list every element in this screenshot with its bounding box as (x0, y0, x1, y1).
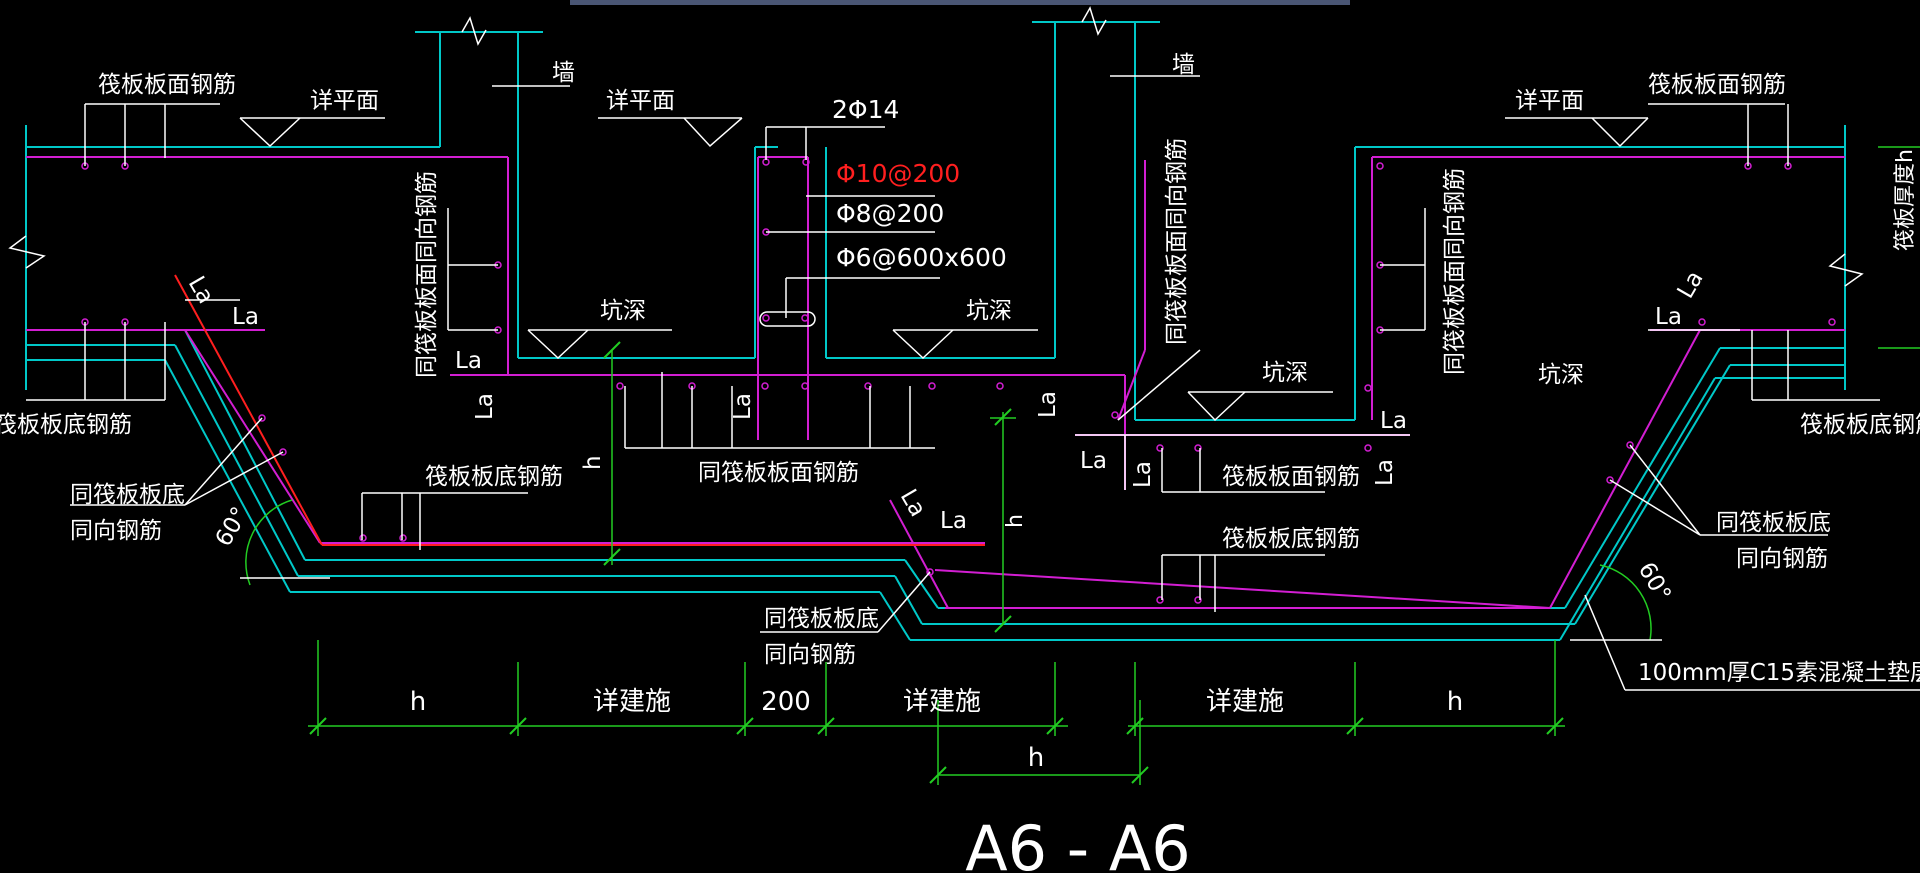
raft-top-rebar-label-left: 筏板板面钢筋 (98, 72, 236, 98)
rebar-stirrup-label: Φ10@200 (836, 159, 960, 188)
same-bottom-label-mid: 同筏板板底 (764, 606, 879, 632)
la-label-6: La (940, 508, 967, 534)
h-label-small: h (1003, 514, 1028, 528)
la-label-rot-8: La (1673, 267, 1709, 303)
leader-lines (26, 75, 1920, 691)
same-dir-rebar-label-mid: 同向钢筋 (764, 642, 856, 668)
rebar-lines (26, 156, 1845, 609)
raft-thickness-label: 筏板厚度h (1893, 149, 1918, 251)
see-plan-label-left: 详平面 (310, 88, 379, 114)
cushion-label: 100mm厚C15素混凝土垫层 (1638, 660, 1920, 686)
same-dir-rebar-label-left: 同向钢筋 (70, 518, 162, 544)
wall-label-left: 墙 (552, 60, 575, 86)
la-label-2: La (455, 348, 482, 374)
dim-text-4: 详建施 (903, 687, 981, 717)
la-label-1: La (232, 304, 259, 330)
la-label-5: La (1655, 304, 1682, 330)
dim-text-2: 详建施 (593, 687, 671, 717)
pit-depth-label-4: 坑深 (1538, 362, 1584, 388)
pit-depth-label-2: 坑深 (966, 298, 1012, 324)
raft-bottom-rebar-label-right: 筏板板底钢筋 (1800, 412, 1920, 438)
same-top-same-dir-left: 同筏板板面同向钢筋 (414, 171, 440, 378)
rebar-longitudinal-label: 2Φ14 (832, 95, 899, 124)
see-plan-label-mid: 详平面 (606, 88, 675, 114)
la-label-rot-6: La (1372, 459, 1398, 486)
same-bottom-label-left-1: 同筏板板底 (70, 482, 185, 508)
dim-text-5: 详建施 (1206, 687, 1284, 717)
same-top-same-dir-mid: 同筏板板面同向钢筋 (1164, 138, 1190, 345)
la-label-rot-2: La (472, 393, 498, 420)
dim-text-lower: h (1028, 743, 1044, 773)
same-dir-rebar-label-right: 同向钢筋 (1736, 546, 1828, 572)
rebar-dots (81, 158, 1836, 604)
h-label-vertical-1: h (580, 455, 606, 470)
angle-baselines (240, 577, 1662, 641)
angle-60-right: 60° (1633, 558, 1676, 606)
dim-text-6: h (1447, 687, 1463, 717)
la-label-3: La (1080, 448, 1107, 474)
raft-bottom-rebar-label-2: 筏板板底钢筋 (1222, 526, 1360, 552)
rebar-distribution-label: Φ8@200 (836, 199, 944, 228)
raft-top-rebar-label-lower: 筏板板面钢筋 (1222, 464, 1360, 490)
see-plan-label-right: 详平面 (1515, 88, 1584, 114)
angle-arcs (245, 499, 1652, 641)
la-label-rot-3: La (730, 393, 756, 420)
rebar-tie-label: Φ6@600x600 (836, 243, 1007, 272)
same-top-same-dir-right: 同筏板板面同向钢筋 (1442, 168, 1468, 375)
pit-depth-label-3: 坑深 (1262, 360, 1308, 386)
raft-bottom-rebar-label-left: 筏板板底钢筋 (0, 412, 132, 438)
la-label-rot-7: La (895, 485, 931, 521)
la-label-4: La (1380, 408, 1407, 434)
la-label-rot-5: La (1130, 461, 1156, 488)
dimension-ticks (309, 341, 1564, 784)
same-top-rebar-label: 同筏板板面钢筋 (698, 460, 859, 486)
same-bottom-label-right: 同筏板板底 (1716, 510, 1831, 536)
window-top-bar (570, 0, 1350, 5)
pit-depth-label-1: 坑深 (600, 298, 646, 324)
section-title: A6 - A6 (965, 812, 1191, 873)
wall-label-right: 墙 (1172, 52, 1195, 78)
dim-text-1: h (410, 687, 426, 717)
raft-top-rebar-label-right: 筏板板面钢筋 (1648, 72, 1786, 98)
dimension-lines (308, 146, 1920, 785)
red-rebar (174, 274, 985, 546)
la-label-rot-4: La (1035, 391, 1061, 418)
break-line-symbols (8, 6, 1864, 287)
dim-text-3: 200 (761, 687, 811, 717)
angle-60-left: 60° (211, 503, 254, 551)
raft-bottom-rebar-label-1: 筏板板底钢筋 (425, 464, 563, 490)
concrete-outline (25, 21, 1846, 641)
la-label-rot-1: La (183, 272, 219, 308)
